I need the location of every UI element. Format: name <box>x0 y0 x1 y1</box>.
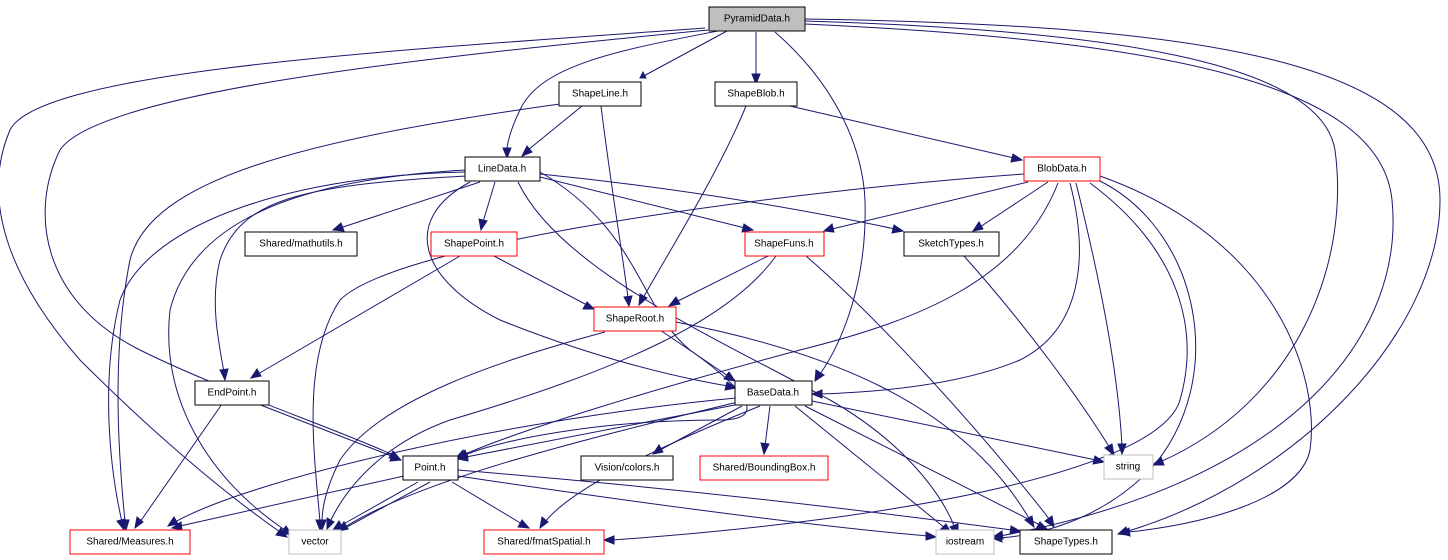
edge-blobdata-shapefuns <box>822 181 1029 233</box>
node-shapetypes-h[interactable]: ShapeTypes.h <box>1019 529 1113 555</box>
node-shaperoot-h[interactable]: ShapeRoot.h <box>593 306 677 332</box>
edge-shapeblob-blobdata <box>789 105 1024 163</box>
node-shapefuns-h[interactable]: ShapeFuns.h <box>744 231 825 257</box>
edge-basedata-vector <box>336 401 739 532</box>
node-pyramiddata-h[interactable]: PyramidData.h <box>708 6 806 32</box>
node-label: vector <box>301 537 329 548</box>
node-label: ShapeTypes.h <box>1034 537 1098 548</box>
node-sketchtypes-h[interactable]: SketchTypes.h <box>903 231 1000 257</box>
node-shapeline-h[interactable]: ShapeLine.h <box>558 81 642 107</box>
node-label: ShapePoint.h <box>444 239 504 250</box>
node-shared-fmatspatial-h[interactable]: Shared/fmatSpatial.h <box>483 529 605 555</box>
node-label: Shared/BoundingBox.h <box>713 463 816 474</box>
edge-shaperoot-basedata <box>659 329 737 382</box>
edge-shapeline-linedata <box>520 105 583 157</box>
node-label: PyramidData.h <box>724 14 790 25</box>
node-label: BaseData.h <box>747 388 799 399</box>
node-shapeblob-h[interactable]: ShapeBlob.h <box>714 81 798 107</box>
node-label: Shared/Measures.h <box>86 537 173 548</box>
node-shapepoint-h[interactable]: ShapePoint.h <box>430 231 518 257</box>
node-label: Point.h <box>414 463 445 474</box>
node-string[interactable]: string <box>1103 454 1154 480</box>
edge-shapefuns-shaperoot <box>667 255 769 307</box>
node-label: EndPoint.h <box>208 388 257 399</box>
node-endpoint-h[interactable]: EndPoint.h <box>194 380 270 406</box>
node-label: Shared/mathutils.h <box>259 239 342 250</box>
node-shared-measures-h[interactable]: Shared/Measures.h <box>69 529 191 555</box>
edge-pyramiddata-linedata <box>502 30 719 160</box>
edge-linedata-iostream <box>517 181 959 537</box>
edge-blobdata-sketchtypes <box>971 181 1049 232</box>
edge-point-shapetypes <box>457 469 1022 535</box>
node-label: Shared/fmatSpatial.h <box>497 537 590 548</box>
edge-shapepoint-shaperoot <box>491 254 596 310</box>
edge-blobdata-string <box>1075 182 1127 456</box>
node-shared-boundingbox-h[interactable]: Shared/BoundingBox.h <box>699 455 829 481</box>
edge-point-vector-2 <box>336 481 431 532</box>
node-basedata-h[interactable]: BaseData.h <box>734 380 813 406</box>
node-linedata-h[interactable]: LineData.h <box>464 156 541 182</box>
edge-basedata-string <box>811 400 1106 465</box>
edge-basedata-shapetypes <box>804 405 1049 530</box>
edge-shapefuns-shapetypes <box>805 255 1055 529</box>
edge-blobdata-iostream <box>990 179 1197 543</box>
node-shared-mathutils-h[interactable]: Shared/mathutils.h <box>244 231 358 257</box>
node-label: LineData.h <box>478 164 526 175</box>
edge-linedata-endpoint <box>214 175 467 382</box>
node-label: SketchTypes.h <box>918 239 984 250</box>
node-label: string <box>1116 462 1140 473</box>
edge-point-fmatspatial <box>451 481 531 529</box>
edge-linedata-sketchtypes <box>539 173 905 234</box>
node-label: ShapeFuns.h <box>754 239 814 250</box>
edge-pyramiddata-string <box>804 20 1338 466</box>
node-vision-colors-h[interactable]: Vision/colors.h <box>580 455 674 481</box>
edge-blobdata-shapetypes <box>1099 175 1312 537</box>
edge-blobdata-point <box>454 182 1059 459</box>
edge-blobdata-fmatspatial <box>602 182 1188 545</box>
node-point-h[interactable]: Point.h <box>402 455 459 481</box>
node-label: Vision/colors.h <box>595 463 660 474</box>
edge-point-iostream <box>457 475 938 541</box>
edge-sketchtypes-string <box>963 255 1115 457</box>
edge-shaperoot-vector <box>317 331 606 532</box>
node-label: iostream <box>946 537 984 548</box>
edge-blobdata-basedata <box>810 182 1080 399</box>
edge-shapepoint-endpoint <box>249 255 461 379</box>
node-label: ShapeRoot.h <box>606 314 664 325</box>
node-label: ShapeLine.h <box>572 89 628 100</box>
node-vector[interactable]: vector <box>288 529 342 555</box>
edge-pyramiddata-shapeline <box>639 30 728 79</box>
edge-basedata-measures <box>166 397 737 527</box>
edge-shapeline-shaperoot <box>600 105 633 308</box>
edge-shapefuns-vector <box>326 255 777 531</box>
edge-point-measures <box>170 475 405 531</box>
edge-linedata-shapefuns <box>539 176 755 233</box>
node-label: BlobData.h <box>1037 164 1086 175</box>
edge-linedata-shapepoint <box>478 181 496 232</box>
node-label: ShapeBlob.h <box>727 89 784 100</box>
node-blobdata-h[interactable]: BlobData.h <box>1023 156 1101 182</box>
edges <box>0 18 1441 545</box>
edge-pyramiddata-shapeblob <box>751 32 761 86</box>
edge-pyramiddata-basedata <box>774 31 866 382</box>
edge-linedata-measures <box>108 171 467 532</box>
edge-linedata-basedata <box>426 181 738 391</box>
edge-basedata-colors <box>651 405 743 455</box>
node-iostream[interactable]: iostream <box>935 529 995 555</box>
edge-endpoint-point <box>257 403 403 462</box>
nodes: PyramidData.h ShapeLine.h ShapeBlob.h Li… <box>69 6 1154 555</box>
edge-basedata-boundingbox <box>760 405 771 456</box>
edge-endpoint-measures <box>134 403 223 530</box>
